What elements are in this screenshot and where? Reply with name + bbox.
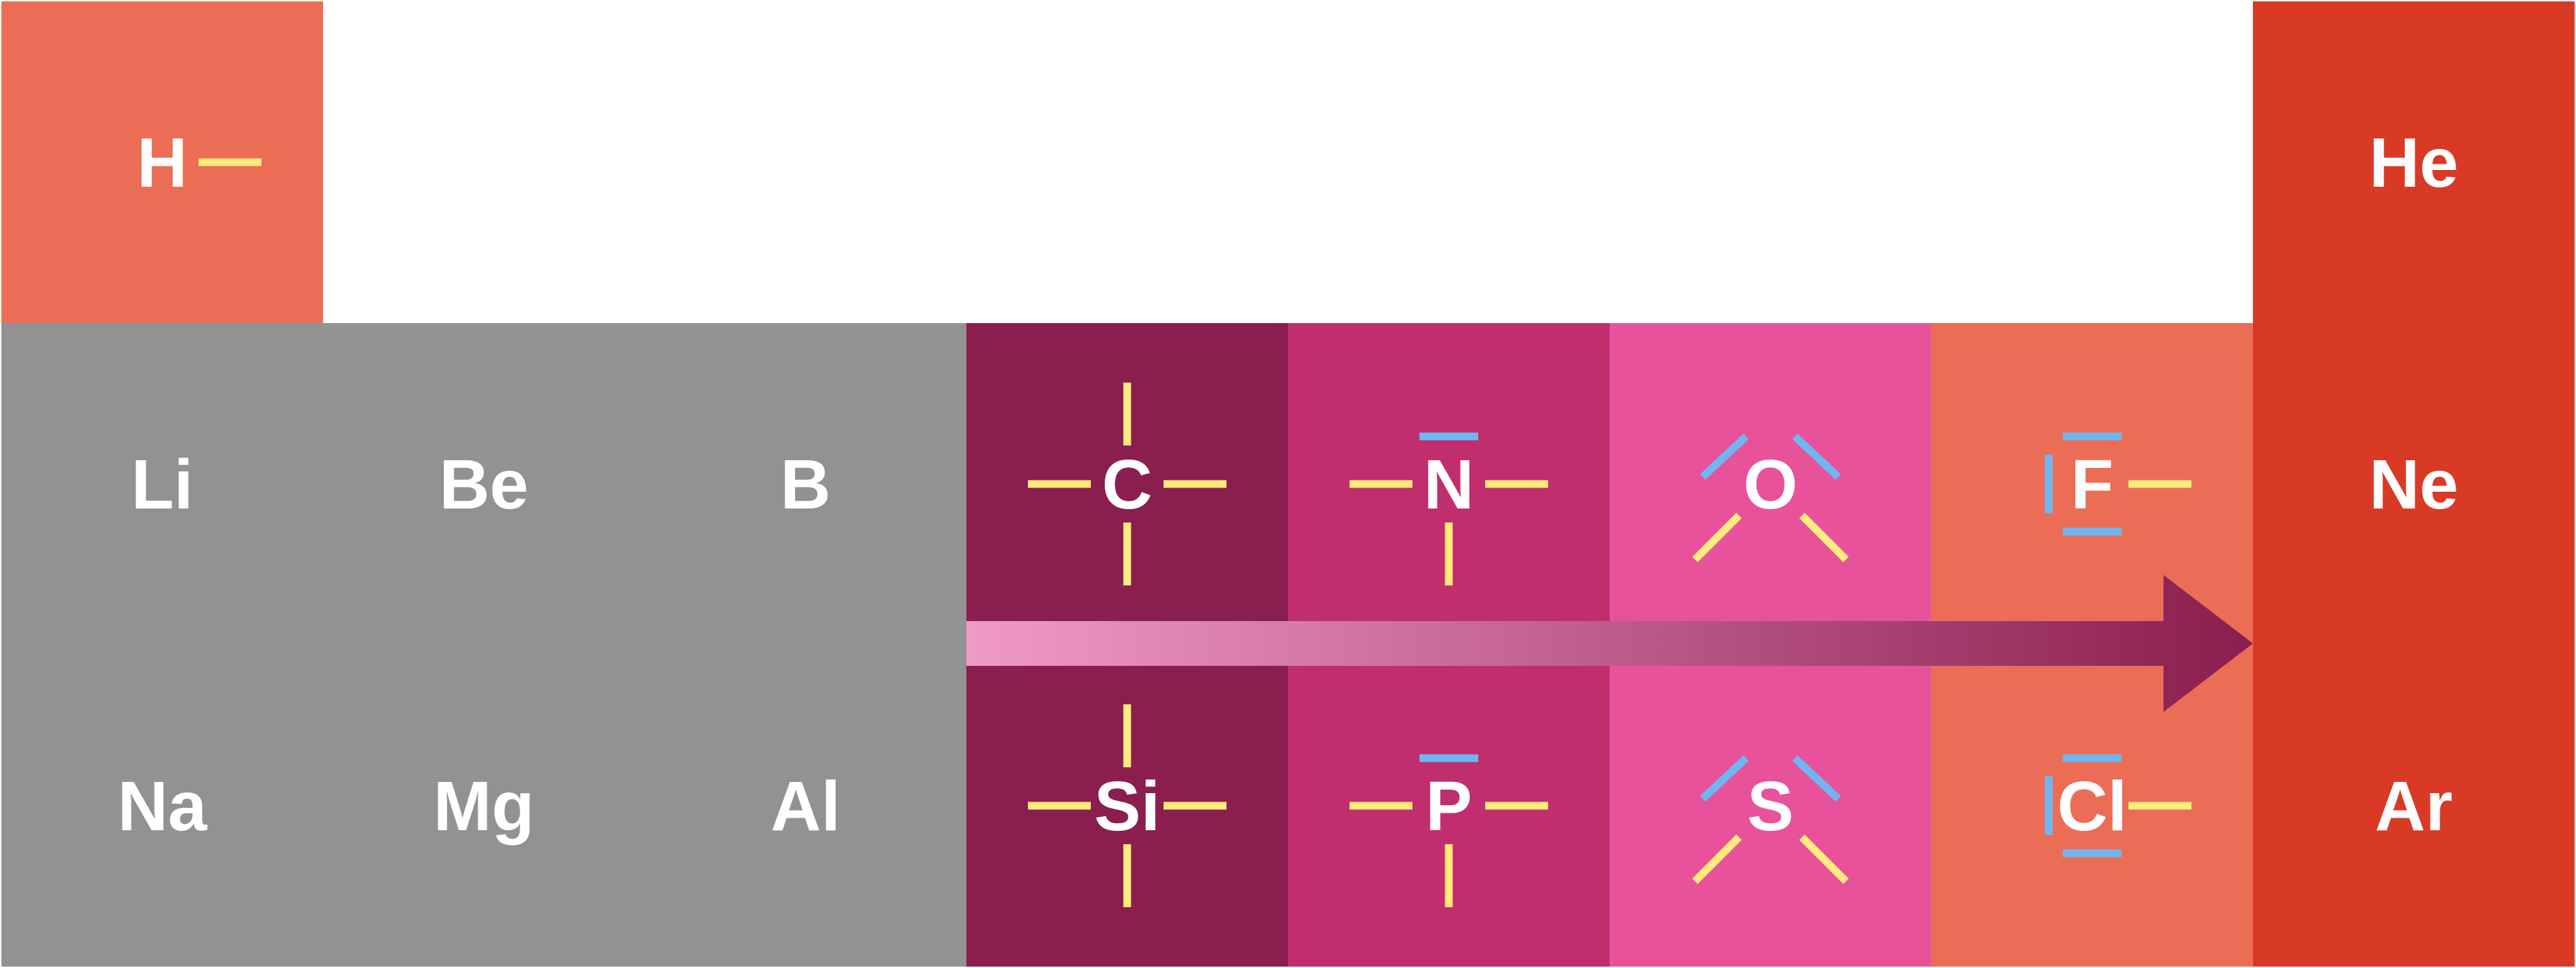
bonding-electron-o-sw xyxy=(1692,513,1742,562)
bonding-electron-s-sw xyxy=(1692,834,1742,884)
element-symbol-f: F xyxy=(2070,446,2113,524)
element-cell-s xyxy=(1610,645,1931,967)
element-symbol-ne: Ne xyxy=(2369,446,2459,524)
element-symbol-b: B xyxy=(780,446,831,524)
element-symbol-h: H xyxy=(137,124,187,202)
element-cell-cl xyxy=(1931,645,2253,967)
element-cell-li xyxy=(1,323,323,645)
element-symbol-al: Al xyxy=(771,767,840,846)
bonding-electron-o-se xyxy=(1799,513,1849,562)
element-cell-h xyxy=(1,1,323,323)
element-cell-o xyxy=(1610,323,1931,645)
element-cell-p xyxy=(1288,645,1610,967)
element-symbol-o: O xyxy=(1743,446,1798,524)
bonding-electron-s-se xyxy=(1799,834,1849,884)
element-cell-b xyxy=(645,323,966,645)
element-cell-he xyxy=(2253,1,2575,323)
element-symbol-na: Na xyxy=(117,767,208,846)
element-cell-mg xyxy=(323,645,645,967)
element-cell-si xyxy=(966,645,1288,967)
element-cell-be xyxy=(323,323,645,645)
element-symbol-cl: Cl xyxy=(2057,767,2127,846)
element-cell-c xyxy=(966,323,1288,645)
element-symbol-s: S xyxy=(1747,767,1794,846)
element-symbol-be: Be xyxy=(439,446,529,524)
element-cell-al xyxy=(645,645,966,967)
lone-pair-o-nw xyxy=(1700,433,1749,481)
lewis-marks xyxy=(199,158,2191,907)
element-cell-ar xyxy=(2253,645,2575,967)
lone-pair-s-nw xyxy=(1700,755,1749,802)
element-symbol-he: He xyxy=(2369,124,2459,202)
element-symbol-n: N xyxy=(1424,446,1474,524)
element-symbol-si: Si xyxy=(1094,767,1160,846)
element-cell-na xyxy=(1,645,323,967)
element-symbol-li: Li xyxy=(131,446,194,524)
lone-pair-s-ne xyxy=(1792,755,1841,802)
element-cell-n xyxy=(1288,323,1610,645)
lone-pair-o-ne xyxy=(1792,433,1841,481)
element-cell-ne xyxy=(2253,323,2575,645)
element-symbol-c: C xyxy=(1102,446,1152,524)
element-symbol-ar: Ar xyxy=(2375,767,2452,846)
element-symbol-p: P xyxy=(1426,767,1473,846)
electronegativity-arrow-layer xyxy=(966,575,2253,712)
increasing-electronegativity-icon xyxy=(966,575,2253,712)
element-cell-f xyxy=(1931,323,2253,645)
element-symbol-mg: Mg xyxy=(434,767,534,846)
